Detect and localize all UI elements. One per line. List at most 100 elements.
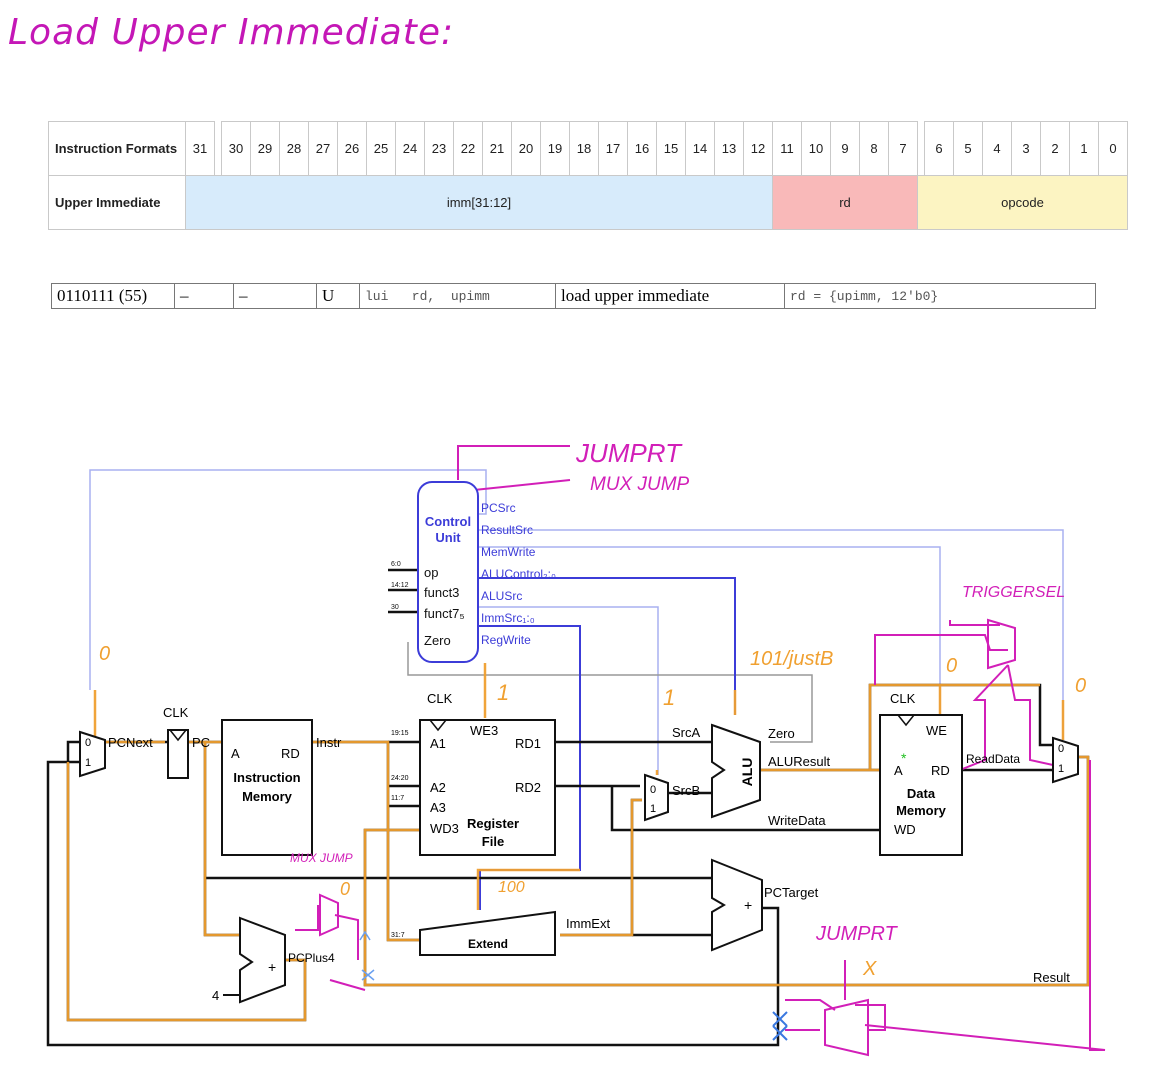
pcplus4-plus: + <box>268 959 276 975</box>
bit-12: 12 <box>743 121 773 176</box>
pcplus4-adder <box>239 916 286 1004</box>
anno-triggersel: TRIGGERSEL <box>962 584 1065 601</box>
imem-a-label: A <box>231 746 240 761</box>
pc-register <box>167 729 189 779</box>
pc-label: PC <box>192 735 210 750</box>
rf-rd2-label: RD2 <box>515 780 541 795</box>
bit-21: 21 <box>482 121 512 176</box>
bit-18: 18 <box>569 121 599 176</box>
pc-mux-1: 1 <box>85 757 91 769</box>
rf-title-2: File <box>482 834 504 849</box>
pctarget-adder <box>711 858 763 952</box>
rf-title-1: Register <box>467 816 519 831</box>
alusrc-wire <box>477 606 659 775</box>
pcsrc-wire <box>89 469 487 690</box>
instr-label: Instr <box>316 735 342 750</box>
result-mux <box>1052 736 1079 784</box>
bit-27: 27 <box>308 121 338 176</box>
anno-jumprt-low: JUMPRT <box>815 923 899 945</box>
lui-encoding-row: 0110111 (55) – – U lui rd, upimm load up… <box>51 283 1096 309</box>
anno-muxjump-top: MUX JUMP <box>590 474 690 495</box>
imm-field: imm[31:12] <box>185 175 773 230</box>
immext-wire <box>560 798 642 937</box>
cu-funct3-bits: 14:12 <box>391 582 409 589</box>
cu-in-zero: Zero <box>424 633 451 648</box>
enc-opcode: 0110111 (55) <box>51 283 175 309</box>
bit-24: 24 <box>395 121 425 176</box>
bit-10: 10 <box>801 121 831 176</box>
rf-wd3-label: WD3 <box>430 821 459 836</box>
enc-description: load upper immediate <box>555 283 785 309</box>
cu-op-bits: 6:0 <box>391 561 401 568</box>
readdata-label: ReadData <box>966 752 1020 766</box>
alu <box>711 723 761 819</box>
dmem-title-2: Memory <box>896 803 947 818</box>
a2-bits: 24:20 <box>391 775 409 782</box>
dmem-clk-label: CLK <box>890 691 916 706</box>
result-label: Result <box>1033 970 1070 985</box>
cu-in-funct3: funct3 <box>424 585 459 600</box>
result-mux-0: 0 <box>1058 743 1064 755</box>
anno-jumprt-top: JUMPRT <box>575 438 683 468</box>
writedata-label: WriteData <box>768 813 826 828</box>
resultsrc-wire <box>477 529 1064 740</box>
control-unit-title-line2: Unit <box>435 530 461 545</box>
memwrite-wire <box>477 546 941 715</box>
writedata-wire <box>610 786 880 832</box>
rf-rd1-label: RD1 <box>515 736 541 751</box>
srcb-mux <box>644 773 669 822</box>
bit-23: 23 <box>424 121 454 176</box>
rf-a2-label: A2 <box>430 780 446 795</box>
imem-title-2: Memory <box>242 789 293 804</box>
format-header-row: Instruction Formats 31 30 29 28 27 26 25… <box>48 121 1128 176</box>
pc-mux-0: 0 <box>85 737 91 749</box>
dmem-wd-label: WD <box>894 822 916 837</box>
dmem-title-1: Data <box>907 786 936 801</box>
anno-muxjump-val: 0 <box>340 879 350 899</box>
enc-type: U <box>316 283 360 309</box>
cu-in-op: op <box>424 565 438 580</box>
bit-4: 4 <box>982 121 1012 176</box>
pcplus4-label: PCPlus4 <box>288 951 335 965</box>
srcb-label: SrcB <box>672 783 700 798</box>
format-header-label: Instruction Formats <box>48 121 186 176</box>
anno-alusrc-val: 1 <box>663 685 675 710</box>
bit-19: 19 <box>540 121 570 176</box>
imem-title-1: Instruction <box>233 770 300 785</box>
a1-bits: 19:15 <box>391 730 409 737</box>
cu-funct7-bits: 30 <box>391 604 399 611</box>
cu-out-immsrc: ImmSrc₁:₀ <box>481 611 535 625</box>
dmem-a-label: A <box>894 763 903 778</box>
triggersel-mux <box>987 618 1016 670</box>
srca-label: SrcA <box>672 725 701 740</box>
anno-muxjump-low: MUX JUMP <box>290 851 353 865</box>
muxjump-signal <box>473 479 571 491</box>
anno-alu-ctrl: 101/justB <box>750 648 833 670</box>
aluresult-label: ALUResult <box>768 754 831 769</box>
bit-7: 7 <box>888 121 918 176</box>
instruction-format-table: Instruction Formats 31 30 29 28 27 26 25… <box>48 121 1128 230</box>
rf-we3-label: WE3 <box>470 723 498 738</box>
alu-label: ALU <box>739 758 755 787</box>
imem-rd-label: RD <box>281 746 300 761</box>
control-unit-title-line1: Control <box>425 514 471 529</box>
register-file <box>419 719 556 856</box>
bit-3: 3 <box>1011 121 1041 176</box>
bit-6: 6 <box>924 121 954 176</box>
jumprt-mux <box>824 998 869 1057</box>
bit-13: 13 <box>714 121 744 176</box>
anno-immsrc-val: 100 <box>498 879 525 896</box>
rf-clk-label: CLK <box>427 691 453 706</box>
four-label: 4 <box>212 988 219 1003</box>
instruction-memory <box>221 719 313 856</box>
srcb-mux-0: 0 <box>650 784 656 796</box>
cu-out-alusrc: ALUSrc <box>481 589 522 603</box>
anno-regwrite-val: 1 <box>497 680 509 705</box>
dmem-we-label: WE <box>926 723 947 738</box>
cu-in-funct7: funct7₅ <box>424 606 465 621</box>
rd-field: rd <box>772 175 918 230</box>
srcb-mux-1: 1 <box>650 803 656 815</box>
pc-mux <box>79 730 106 778</box>
pc-clk-label: CLK <box>163 705 189 720</box>
